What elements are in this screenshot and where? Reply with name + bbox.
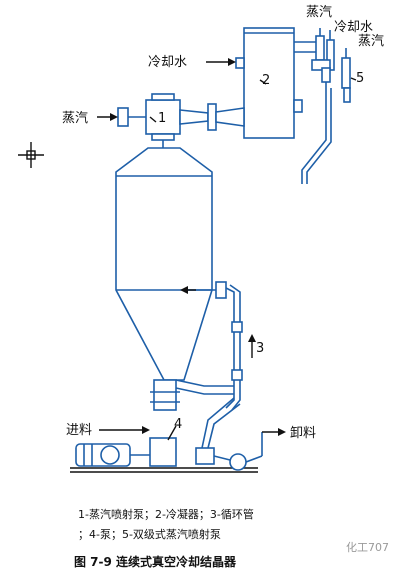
steam-jet-pump — [117, 93, 245, 148]
label-number-2: 2 — [262, 73, 270, 88]
label-number-4: 4 — [174, 417, 182, 432]
steam-label-right: 蒸汽 — [358, 34, 384, 49]
cooling-water-label-top: 冷却水 — [334, 20, 373, 35]
steam-label-left: 蒸汽 — [62, 111, 88, 126]
crystallizer-vessel — [115, 147, 213, 411]
figure-title: 图 7-9 连续式真空冷却结晶器 — [74, 554, 237, 569]
label-number-3: 3 — [256, 341, 264, 356]
label-number-1: 1 — [158, 111, 166, 126]
steam-label-top: 蒸汽 — [306, 5, 332, 20]
crosshair-icon — [18, 142, 44, 168]
label-number-5: 5 — [356, 71, 364, 86]
feed-label: 进料 — [66, 423, 92, 438]
cooling-water-label-left: 冷却水 — [148, 55, 187, 70]
discharge-label: 卸料 — [290, 425, 316, 441]
flow-arrows — [97, 58, 286, 436]
dual-stage-steam-jet-pump — [301, 28, 351, 184]
caption-line-2: ；4-泵；5-双级式蒸汽喷射泵 — [78, 527, 221, 541]
circulation-pipe — [175, 281, 243, 465]
watermark-text: 化工707 — [346, 540, 389, 554]
caption-line-1: 1-蒸汽喷射泵；2-冷凝器；3-循环管 — [78, 507, 254, 521]
condenser — [235, 27, 316, 139]
leader-lines — [149, 77, 357, 441]
pump — [70, 432, 263, 473]
